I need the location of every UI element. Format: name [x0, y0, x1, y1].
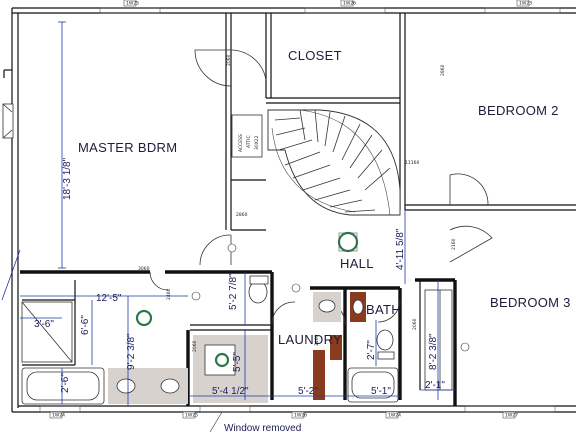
dim-4-11: 4'-11 5/8": [395, 228, 406, 270]
room-label-laundry: LAUNDRY: [278, 332, 342, 347]
room-label-closet: CLOSET: [288, 48, 342, 63]
dim-6-6: 6'-6": [80, 315, 91, 335]
attic-label: ACCESS: [238, 134, 244, 152]
dim-8-2: 8'-2 3/8": [428, 333, 439, 370]
door-tag: 2460: [314, 334, 320, 346]
window-tag: 1W24: [52, 413, 65, 419]
attic-label: ATTIC: [246, 135, 252, 148]
outlet-icon: [191, 291, 201, 301]
door-tag: 2060: [226, 54, 232, 66]
curved-staircase: [267, 109, 401, 216]
toilet-icon: [376, 329, 394, 351]
dim-5-2-vertical: 5'-2 7/8": [228, 273, 239, 310]
window-tag: 1W24: [388, 413, 401, 419]
dim-5-2: 5'-2": [298, 386, 318, 397]
window-removed-note: Window removed: [209, 411, 301, 432]
ceiling-fan-icon: [214, 352, 230, 368]
bath-walls: [20, 270, 457, 406]
sink-icon: [116, 378, 136, 394]
dim-9-2: 9'-2 3/8": [126, 333, 137, 370]
window-tag: 1W23: [519, 1, 532, 7]
room-label-bedroom3: BEDROOM 3: [490, 295, 571, 310]
room-label-master: MASTER BDRM: [78, 140, 177, 155]
window-tag: 1W25: [185, 413, 198, 419]
ceiling-fan-icon: [337, 231, 359, 253]
door-tag: 2860: [236, 212, 248, 218]
window-tag: 1W26: [294, 413, 307, 419]
door-tag: 11160: [405, 160, 419, 166]
door-tags: 2060 2860 2860 11160 2160 3060 2060 2460…: [138, 54, 457, 352]
sink-icon: [318, 299, 336, 313]
doors: [149, 49, 493, 326]
door-tag: 2160: [451, 238, 457, 250]
outlet-icon: [227, 243, 237, 253]
window-tags-top: 1W25 1W26 1W23: [99, 0, 561, 14]
window-tag: 1W27: [505, 413, 518, 419]
dim-3-6: 3'-6": [34, 319, 54, 330]
sink-icon: [160, 378, 180, 394]
door-tag: 2860: [440, 64, 446, 76]
outlet-icon: [460, 342, 470, 352]
door-tag: 2460: [166, 288, 172, 300]
room-label-bath: BATH: [366, 302, 401, 317]
fixtures: [21, 231, 470, 405]
dim-5-4: 5'-4 1/2": [212, 386, 249, 397]
dim-5-1: 5'-1": [371, 386, 391, 397]
room-label-bedroom2: BEDROOM 2: [478, 103, 559, 118]
attic-label: 30X22: [254, 135, 260, 150]
dim-2-7: 2'-7": [366, 340, 377, 360]
dim-master-height: 18'-3 1/8": [62, 157, 73, 200]
door-tag: 3060: [138, 266, 150, 272]
dimension-lines: [20, 21, 455, 406]
window-tag: 1W25: [126, 1, 139, 7]
dim-2-1: 2'-1": [425, 380, 445, 391]
window-tags-bottom: 1W24 1W25 1W26 1W24 1W27: [39, 405, 556, 419]
ceiling-fan-icon: [135, 309, 153, 327]
outlet-icon: [291, 283, 301, 293]
dimension-text: 18'-3 1/8" 12'-5" 3'-6" 6'-6" 9'-2 3/8" …: [34, 157, 445, 397]
annotation-window-removed: Window removed: [224, 423, 301, 432]
dim-5-5: 5'-5": [232, 352, 243, 372]
room-labels: CLOSET MASTER BDRM BEDROOM 2 HALL BATH L…: [78, 48, 571, 347]
room-label-hall: HALL: [340, 256, 374, 271]
interior-walls: [225, 13, 576, 231]
door-tag: 2060: [192, 340, 198, 352]
dim-2-6: 2'-6": [60, 373, 71, 393]
dim-bath-width: 12'-5": [96, 293, 122, 304]
callout-arrow: [1, 249, 21, 301]
window-tag: 1W26: [343, 1, 356, 7]
door-tag: 2060: [412, 318, 418, 330]
